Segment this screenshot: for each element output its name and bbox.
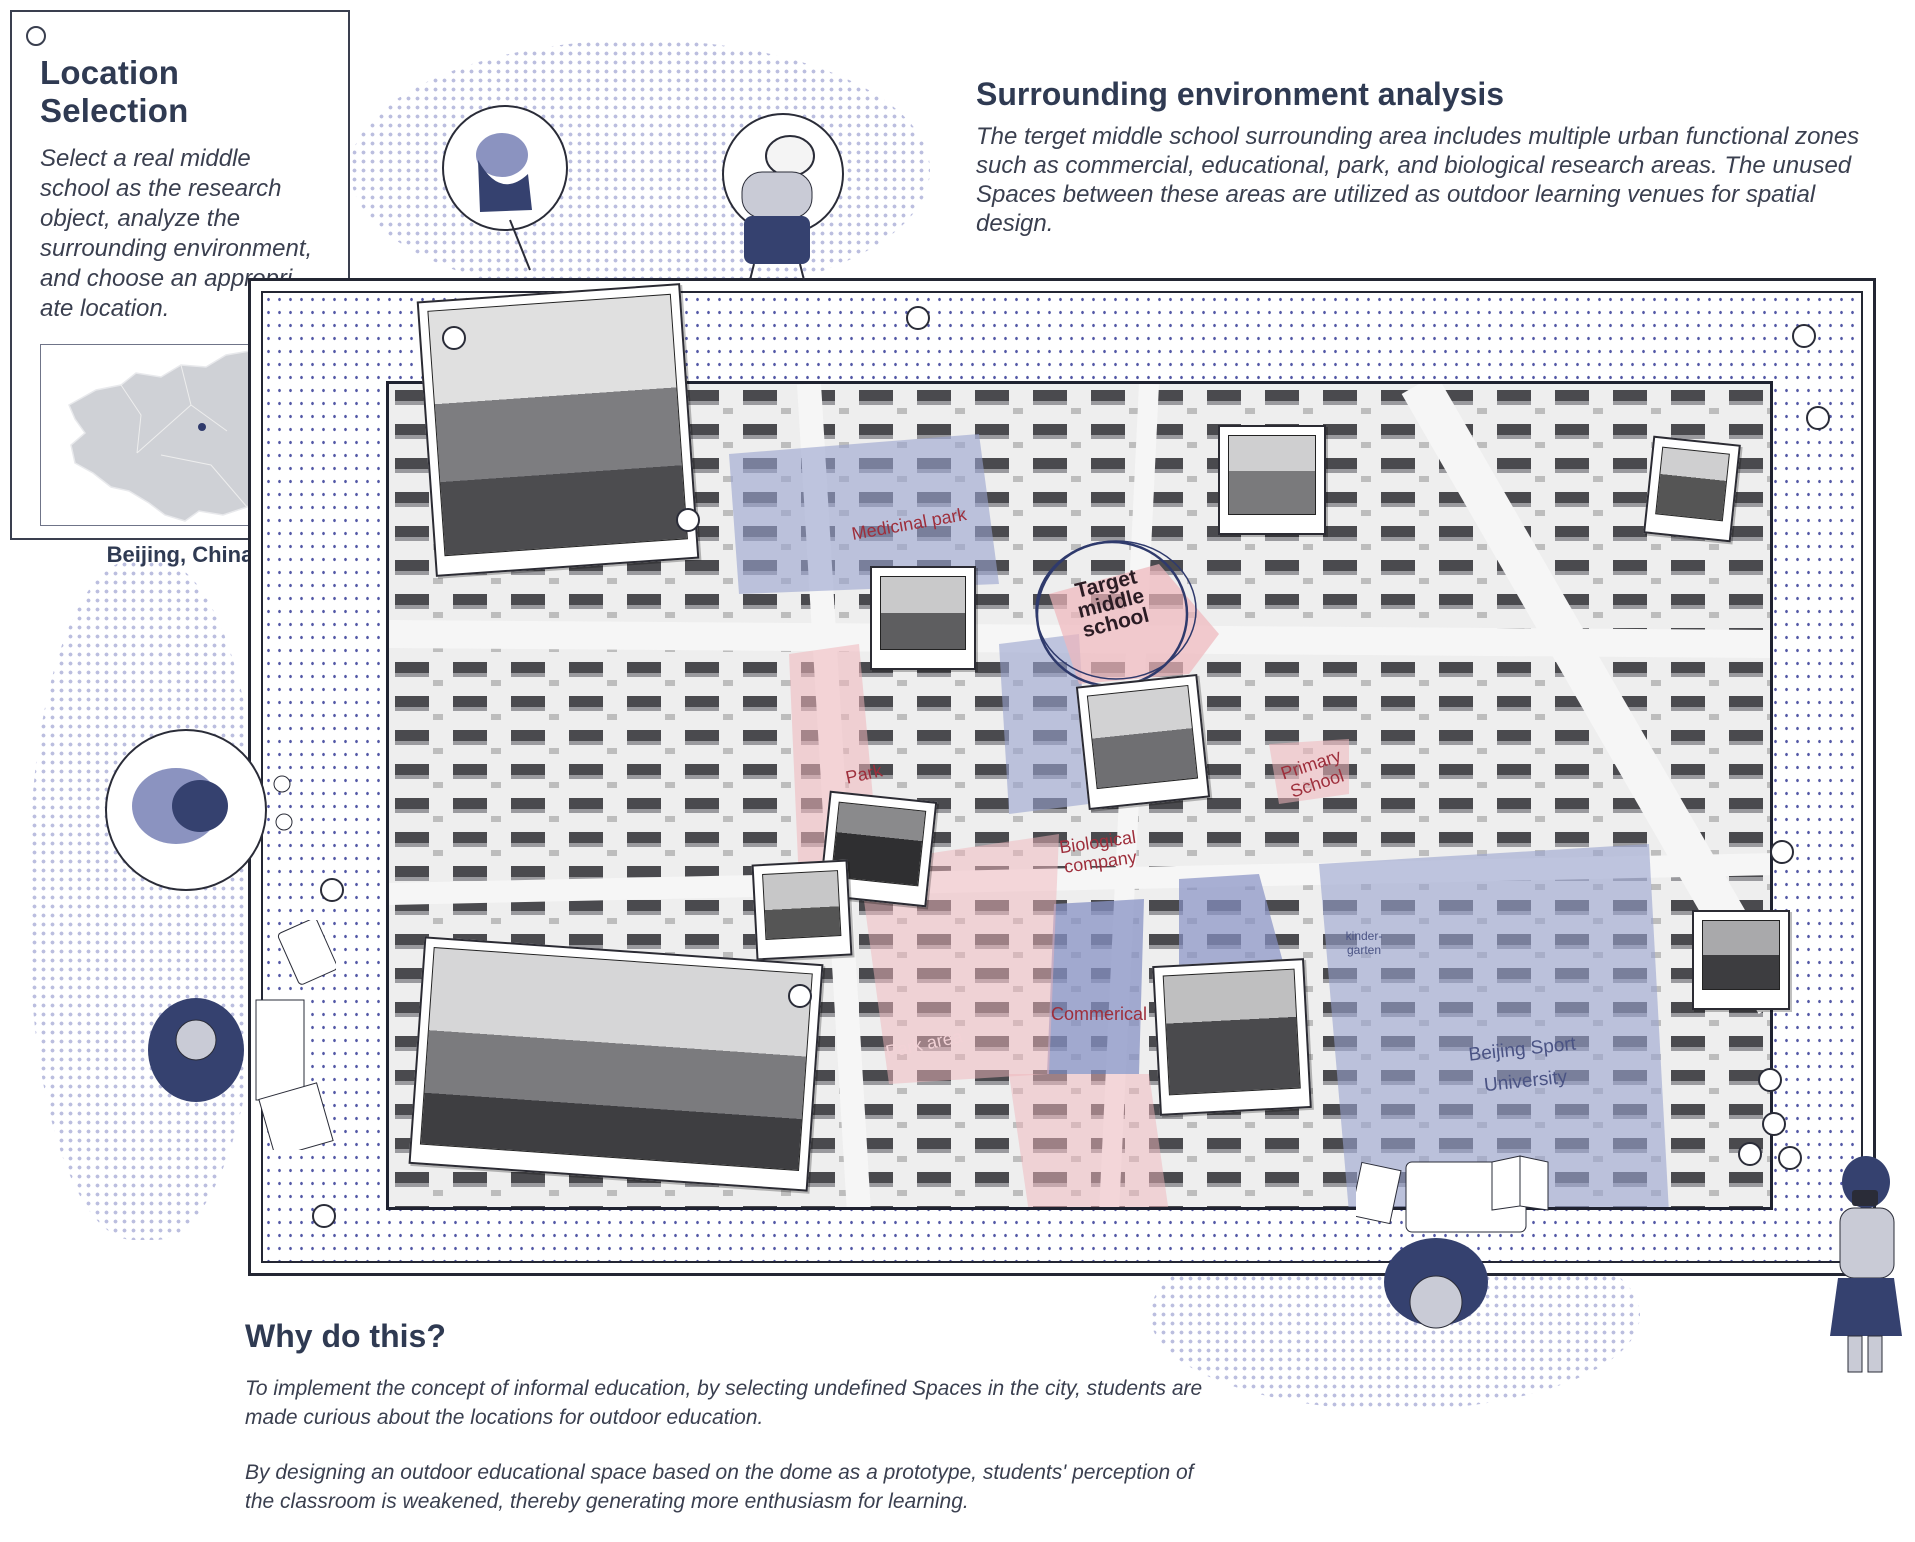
photo-riverbank (1075, 673, 1211, 811)
open-book-icon (1491, 1155, 1549, 1211)
pin-ring-icon (788, 984, 812, 1008)
photo-park-road (751, 859, 853, 961)
pin-ring-icon (1806, 406, 1830, 430)
why-paragraph-1: To implement the concept of informal edu… (245, 1377, 1203, 1429)
pin-ring-icon (1770, 840, 1794, 864)
pin-ring-icon (676, 508, 700, 532)
camera-student-icon (1830, 1156, 1902, 1373)
photo-right-walkway (1692, 910, 1790, 1010)
reading-student-icon (105, 729, 293, 891)
pin-ring-icon (1778, 1146, 1802, 1170)
pin-ring-icon (1792, 324, 1816, 348)
photo-park-path-large (408, 936, 824, 1192)
label-kindergarten: kinder-garten (1345, 929, 1383, 957)
photo-commercial (1152, 958, 1312, 1116)
dot-cloud-left (30, 560, 260, 1240)
desk-student-icon (1356, 1161, 1527, 1329)
location-description: Select a real middle school as the resea… (40, 145, 313, 322)
pin-ring-icon (26, 26, 46, 46)
student-figure-icon (442, 105, 568, 271)
beijing-marker-icon (198, 423, 206, 431)
photo-top-right (1643, 435, 1741, 543)
why-paragraph-2: By designing an outdoor educational spac… (245, 1461, 1194, 1513)
pin-ring-icon (1738, 1142, 1762, 1166)
pin-ring-icon (312, 1204, 336, 1228)
student-hat-figure-icon (722, 113, 844, 281)
pin-ring-icon (1762, 1112, 1786, 1136)
site-map: Medicinal park Target middle school Park… (386, 381, 1773, 1210)
photo-road-top (1218, 425, 1326, 535)
why-title: Why do this? (245, 1318, 446, 1354)
pin-ring-icon (320, 878, 344, 902)
label-commercial: Commerical (1050, 1004, 1147, 1024)
pin-ring-icon (906, 306, 930, 330)
pin-ring-icon (1758, 1068, 1782, 1092)
surrounding-body: The terget middle school surrounding are… (976, 123, 1860, 237)
laptop-student-icon (148, 920, 336, 1150)
label-university: Beijing Sport University (1467, 1033, 1577, 1097)
location-place: Beijing, China (106, 542, 254, 567)
surrounding-title: Surrounding environment analysis (976, 76, 1505, 112)
location-title: Location Selection (40, 54, 189, 129)
photo-medicinal-park (870, 566, 976, 670)
pin-ring-icon (442, 326, 466, 350)
